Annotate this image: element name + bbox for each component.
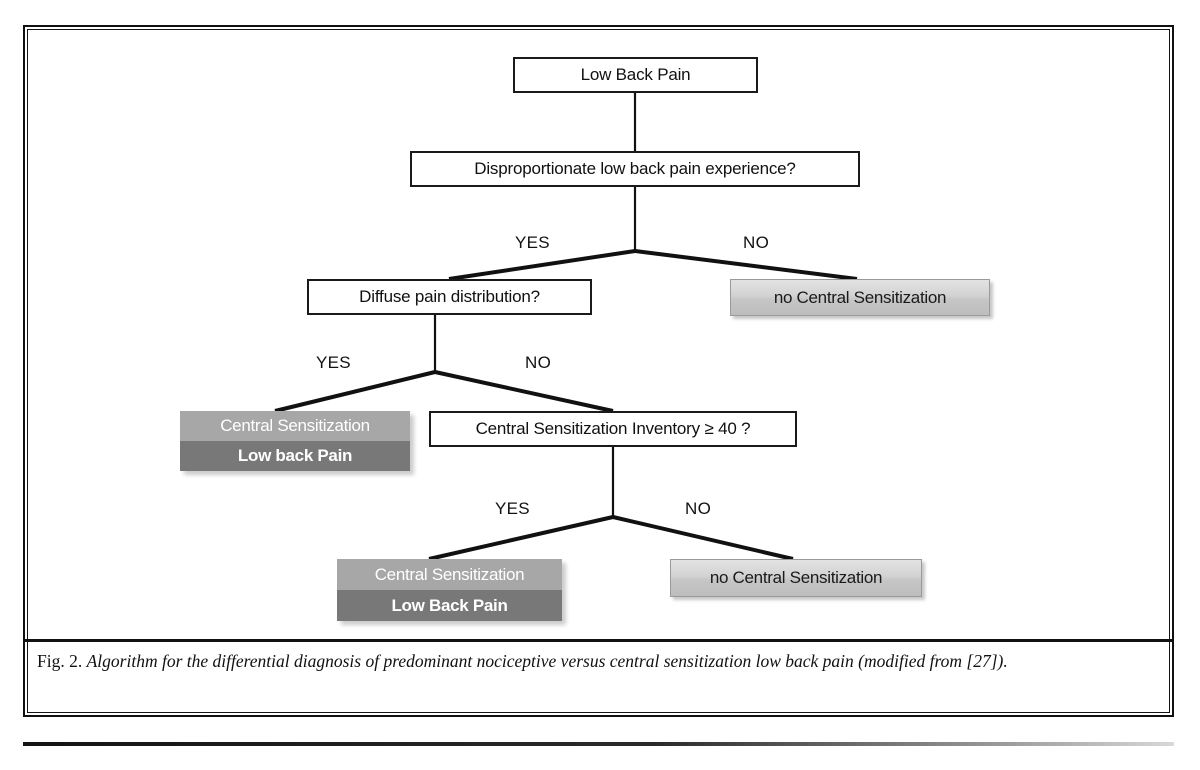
node-diffuse-pain-distribution-question-label: Diffuse pain distribution? — [359, 287, 540, 306]
node-no-central-sensitization-bottom[interactable]: no Central Sensitization — [670, 559, 922, 597]
node-no-central-sensitization-top-label: no Central Sensitization — [773, 287, 947, 307]
node-low-back-pain-upper-band: Low back Pain — [180, 441, 410, 471]
node-low-back-pain-label: Low Back Pain — [580, 65, 691, 84]
page-bottom-rule — [23, 742, 1174, 746]
edge-label-q2-no: NO — [525, 353, 552, 372]
node-low-back-pain-lower-band-label: Low Back Pain — [391, 595, 508, 615]
figure-caption-body: Algorithm for the differential diagnosis… — [86, 651, 1008, 671]
node-low-back-pain-lower-band: Low Back Pain — [337, 590, 562, 621]
node-central-sensitization-low-back-pain-lower[interactable]: Central Sensitization Low Back Pain — [337, 559, 562, 621]
edge-label-q3-yes: YES — [495, 499, 530, 518]
node-disproportionate-pain-question-label: Disproportionate low back pain experienc… — [474, 159, 796, 178]
edge-label-q3-no: NO — [685, 499, 712, 518]
node-diffuse-pain-distribution-question[interactable]: Diffuse pain distribution? — [307, 279, 592, 315]
flowchart-diagram: Low Back Pain Disproportionate low back … — [25, 27, 1172, 639]
figure-frame: Low Back Pain Disproportionate low back … — [23, 25, 1174, 717]
edge-q1-no — [634, 249, 858, 281]
node-central-sensitization-upper-band-label: Central Sensitization — [220, 416, 370, 435]
flowchart-edges — [274, 93, 858, 561]
edge-q2-yes — [274, 370, 436, 413]
node-no-central-sensitization-bottom-label: no Central Sensitization — [709, 568, 883, 587]
node-central-sensitization-upper-band: Central Sensitization — [180, 411, 410, 441]
node-csi-threshold-question[interactable]: Central Sensitization Inventory ≥ 40 ? — [429, 411, 797, 447]
figure-caption-lead: Fig. 2. — [37, 651, 83, 671]
edge-label-q1-yes: YES — [515, 233, 550, 252]
node-central-sensitization-low-back-pain-upper[interactable]: Central Sensitization Low back Pain — [180, 411, 410, 471]
node-low-back-pain[interactable]: Low Back Pain — [513, 57, 758, 93]
node-central-sensitization-lower-band-label: Central Sensitization — [374, 564, 525, 584]
node-low-back-pain-upper-band-label: Low back Pain — [237, 446, 353, 465]
node-csi-threshold-question-label: Central Sensitization Inventory ≥ 40 ? — [475, 419, 751, 438]
caption-separator-rule — [25, 639, 1172, 642]
edge-q3-yes — [428, 515, 614, 561]
node-central-sensitization-lower-band: Central Sensitization — [337, 559, 562, 590]
figure-caption: Fig. 2. Algorithm for the differential d… — [37, 649, 1157, 674]
edge-label-q2-yes: YES — [316, 353, 351, 372]
edge-label-q1-no: NO — [743, 233, 770, 252]
edge-q2-no — [434, 370, 614, 413]
node-disproportionate-pain-question[interactable]: Disproportionate low back pain experienc… — [410, 151, 860, 187]
edge-q3-no — [612, 515, 794, 561]
node-no-central-sensitization-top[interactable]: no Central Sensitization — [730, 279, 990, 316]
edge-q1-yes — [448, 249, 636, 281]
